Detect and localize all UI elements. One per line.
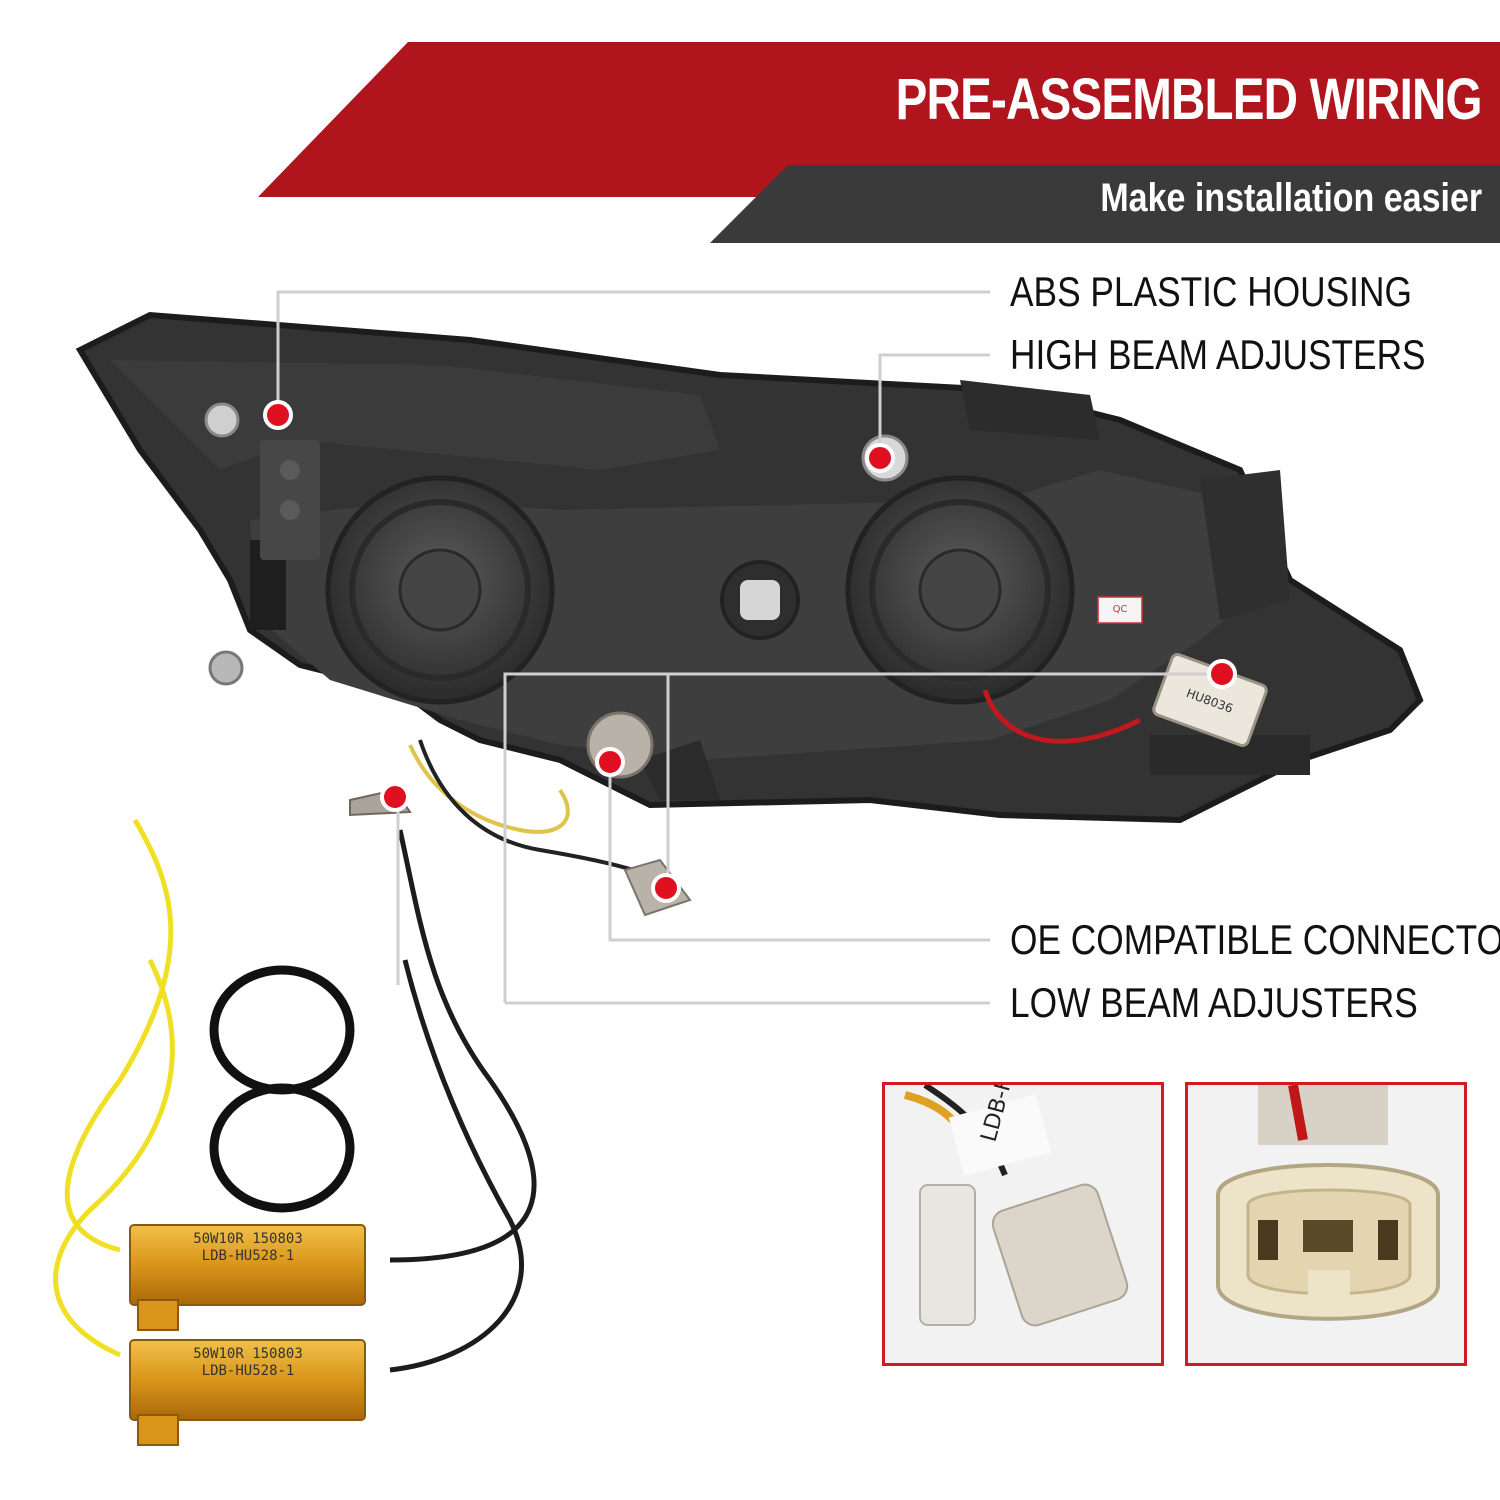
low-beam-socket	[845, 475, 1075, 705]
adjuster-bolt	[204, 402, 240, 438]
marker-high-beam	[865, 443, 895, 473]
connector-wire	[982, 689, 1142, 744]
large-socket	[991, 1183, 1129, 1327]
subheadline-banner	[710, 165, 1500, 243]
resistor-2-black-lead	[389, 959, 524, 1373]
resistor-2-rating: 50W10R 150803	[193, 1346, 303, 1362]
oe-connector: HU8036	[1152, 653, 1268, 747]
inset-connector-face	[1185, 1082, 1467, 1366]
inset-bulb-sockets: LDB-HU	[882, 1082, 1164, 1366]
leader-low-beam	[503, 672, 1222, 1003]
resistor-1-rating: 50W10R 150803	[193, 1231, 303, 1247]
leader-abs-housing	[276, 290, 990, 415]
bulb-sockets-photo: LDB-HU	[885, 1085, 1161, 1363]
marker-signal-socket	[595, 747, 625, 777]
callout-markers	[263, 400, 1237, 903]
feature-low-beam-adjusters: LOW BEAM ADJUSTERS	[1010, 979, 1418, 1026]
callout-leaders	[276, 290, 1222, 1005]
resistor-1-black-lead	[389, 829, 537, 1263]
headline: PRE-ASSEMBLED WIRING	[895, 67, 1483, 132]
marker-harness	[380, 782, 410, 812]
resistor-1-yellow-lead	[64, 818, 174, 1253]
feature-high-beam-adjusters: HIGH BEAM ADJUSTERS	[1010, 331, 1426, 378]
center-bulb	[740, 580, 780, 620]
leader-oe-connector	[608, 765, 990, 942]
marker-housing	[263, 400, 293, 430]
load-resistor-2: 50W10R 150803 LDB-HU528-1	[129, 1339, 366, 1446]
leader-high-beam	[878, 353, 990, 458]
load-resistor-1: 50W10R 150803 LDB-HU528-1	[129, 1224, 366, 1331]
qc-sticker	[1097, 596, 1143, 624]
resistor-2-model: LDB-HU528-1	[202, 1363, 295, 1379]
high-beam-socket	[325, 475, 555, 705]
marker-signal-plug	[651, 873, 681, 903]
subheadline: Make installation easier	[1100, 176, 1482, 220]
resistor-1-model: LDB-HU528-1	[202, 1248, 295, 1264]
feature-oe-connector: OE COMPATIBLE CONNECTOR	[1010, 916, 1500, 963]
small-socket	[919, 1184, 976, 1326]
marker-connector	[1207, 659, 1237, 689]
connector-face-photo	[1188, 1085, 1464, 1363]
o-ring-2	[209, 1083, 355, 1213]
qc-label: QC	[1113, 604, 1128, 615]
resistor-2-yellow-lead	[53, 958, 175, 1358]
yellow-harness-wire	[408, 744, 570, 834]
mount-bolt	[208, 650, 244, 686]
feature-abs-housing: ABS PLASTIC HOUSING	[1010, 268, 1412, 315]
o-ring-1	[209, 965, 355, 1095]
